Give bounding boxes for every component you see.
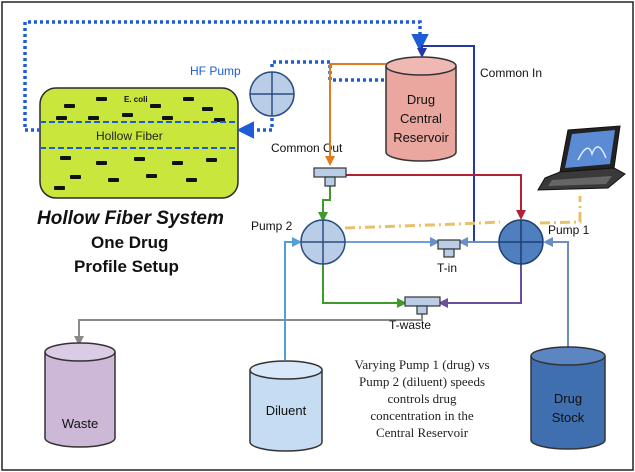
caption-line5: Central Reservoir [376, 425, 469, 440]
green-line-bottom [322, 264, 407, 308]
caption-line4: concentration in the [370, 408, 473, 423]
pump-2 [300, 219, 346, 265]
drug-stock-bottle [530, 346, 606, 450]
diluent-label: Diluent [266, 403, 307, 418]
hf-loop-lines [23, 20, 429, 139]
t-in-tee [437, 239, 461, 258]
ecoli-bacteria [54, 97, 225, 190]
caption-line2: Pump 2 (diluent) speeds [359, 374, 485, 389]
diluent-line [284, 237, 302, 360]
reservoir-label-line3: Reservoir [393, 130, 449, 145]
hf-pump [249, 71, 295, 117]
t-waste-label: T-waste [389, 318, 431, 332]
t-in-label: T-in [437, 261, 457, 275]
common-out-tee [313, 167, 347, 187]
t-waste-tee [404, 296, 441, 315]
central-reservoir [385, 56, 457, 162]
drug-stock-line [543, 237, 569, 358]
common-in-line [417, 45, 475, 242]
hollow-fiber-cartridge: E. coli Hollow Fiber [39, 87, 239, 199]
laptop-icon [537, 125, 626, 191]
hollow-fiber-label: Hollow Fiber [96, 129, 163, 143]
system-title: Hollow Fiber System [37, 208, 224, 229]
waste-label: Waste [62, 416, 98, 431]
common-out-label: Common Out [271, 141, 343, 155]
caption-line3: controls drug [388, 391, 457, 406]
subtitle-line1: One Drug [91, 233, 168, 252]
hf-pump-label: HF Pump [190, 64, 241, 78]
waste-bottle [44, 342, 116, 448]
red-line [346, 174, 526, 220]
diluent-bottle [249, 360, 323, 452]
drug-stock-label-line1: Drug [554, 391, 582, 406]
caption: Varying Pump 1 (drug) vs Pump 2 (diluent… [354, 357, 489, 440]
pump2-label: Pump 2 [251, 219, 293, 233]
drug-stock-label-line2: Stock [552, 410, 585, 425]
waste-line [74, 312, 423, 346]
ecoli-label: E. coli [124, 95, 148, 104]
green-line-top [318, 184, 331, 222]
reservoir-label-line2: Central [400, 111, 442, 126]
caption-line1: Varying Pump 1 (drug) vs [354, 357, 489, 372]
hf-box [39, 87, 239, 199]
purple-line [438, 264, 522, 308]
subtitle-line2: Profile Setup [74, 257, 179, 276]
control-line [344, 196, 582, 230]
pump-1 [498, 219, 544, 265]
orange-line [325, 63, 386, 166]
common-in-label: Common In [480, 66, 542, 80]
reservoir-label-line1: Drug [407, 92, 435, 107]
pump1-label: Pump 1 [548, 223, 590, 237]
